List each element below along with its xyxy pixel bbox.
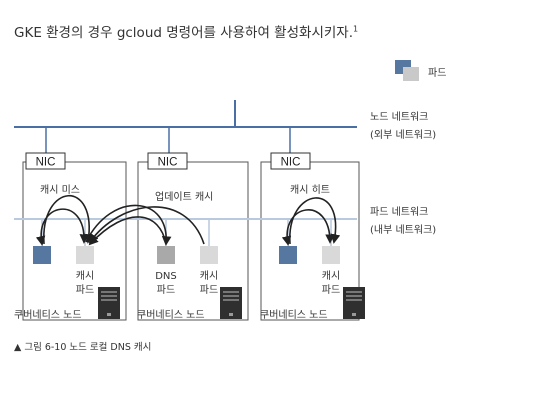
cache-pod-2-label-2: 파드 — [200, 284, 218, 296]
dns-pod-label-2: 파드 — [157, 284, 175, 296]
update-cache-arrow — [88, 206, 205, 245]
cache-miss-arrow-outer — [43, 194, 94, 245]
node-2-title: 업데이트 캐시 — [155, 190, 213, 203]
node-3-title: 캐시 히트 — [290, 184, 330, 196]
cache-pod-3 — [322, 246, 340, 264]
server-icon-2 — [220, 287, 242, 319]
pod-network-label-2: (내부 네트워크) — [370, 223, 436, 236]
nic-box-3 — [270, 152, 311, 170]
figure-caption: ▲ 그림 6-10 노드 로컬 DNS 캐시 — [14, 342, 152, 353]
cache-pod-2-label-1: 캐시 — [200, 270, 218, 282]
dns-flow-arrows — [35, 194, 341, 246]
cache-miss-arrow-inner — [35, 208, 90, 246]
cache-pod-1-label-2: 파드 — [76, 284, 94, 296]
legend-pod-gray-icon — [403, 67, 419, 81]
nic-label-1: NIC — [36, 157, 56, 169]
app-pod-1 — [33, 246, 51, 264]
k8s-node-box-2 — [137, 161, 249, 321]
cache-hit-arrow-inner — [281, 209, 335, 246]
node-1-title: 캐시 미스 — [40, 184, 80, 196]
legend: 파드 — [395, 60, 446, 81]
node-3-label: 쿠버네티스 노드 — [260, 309, 328, 321]
server-icon-1 — [98, 287, 120, 319]
app-pod-3 — [279, 246, 297, 264]
dns-response-arrow — [88, 216, 167, 246]
footnote-marker: 1 — [353, 24, 359, 34]
cache-pod-3-label-2: 파드 — [322, 284, 340, 296]
dns-pod — [157, 246, 175, 264]
intro-sentence: GKE 환경의 경우 gcloud 명령어를 사용하여 활성화시키자. — [14, 25, 353, 41]
server-icon-3 — [343, 287, 365, 319]
cache-pod-1 — [76, 246, 94, 264]
cache-pod-3-label-1: 캐시 — [322, 270, 340, 282]
k8s-node-box-1 — [22, 161, 127, 321]
nic-box-1 — [25, 152, 66, 170]
nic-label-2: NIC — [158, 157, 178, 169]
intro-text: GKE 환경의 경우 gcloud 명령어를 사용하여 활성화시키자.1 — [14, 21, 359, 42]
node-network-label-2: (외부 네트워크) — [370, 128, 436, 141]
nic-label-3: NIC — [281, 157, 301, 169]
cache-pod-2 — [200, 246, 218, 264]
node-network-label-1: 노드 네트워크 — [370, 110, 428, 123]
cache-hit-arrow-outer — [289, 197, 341, 245]
node-1-label: 쿠버네티스 노드 — [14, 309, 82, 321]
dns-query-arrow — [85, 204, 172, 246]
nic-box-2 — [147, 152, 188, 170]
cache-pod-1-label-1: 캐시 — [76, 270, 94, 282]
node-2-label: 쿠버네티스 노드 — [137, 309, 205, 321]
pod-network-label-1: 파드 네트워크 — [370, 205, 428, 218]
dns-pod-label-1: DNS — [155, 271, 177, 282]
legend-label: 파드 — [428, 67, 446, 79]
